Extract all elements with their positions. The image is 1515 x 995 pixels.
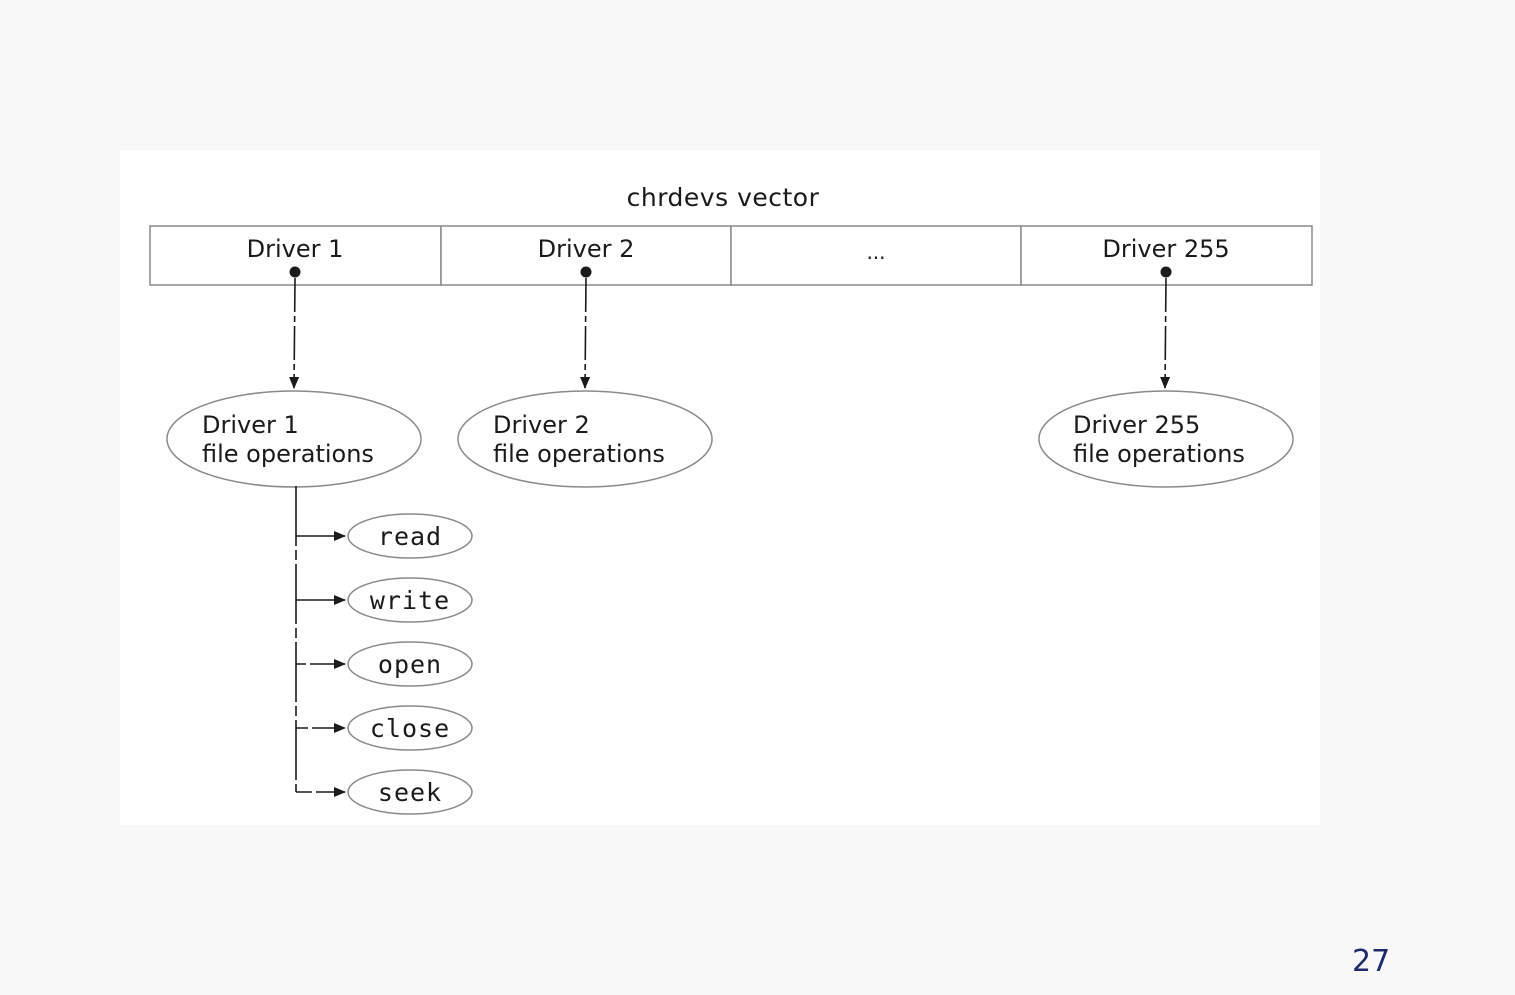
operation-open: open	[296, 641, 473, 687]
operation-read: read	[296, 513, 473, 559]
file-ops-label: file operations	[493, 440, 665, 468]
vector-cell-label: Driver 1	[247, 235, 344, 263]
vector-cell-ellipsis	[730, 225, 1022, 286]
page-number: 27	[1352, 944, 1391, 979]
pointer-arrow	[580, 277, 591, 389]
file-ops-label: Driver 2	[493, 411, 590, 439]
pointer-dot	[580, 266, 592, 278]
file-ops-label: Driver 1	[202, 411, 299, 439]
pointer-arrow	[1160, 277, 1171, 389]
operation-label: write	[370, 586, 450, 615]
diagram-title: chrdevs vector	[627, 183, 820, 212]
operation-seek: seek	[296, 769, 473, 815]
vector-cell-label: Driver 2	[538, 235, 635, 263]
file-ops-label: file operations	[1073, 440, 1245, 468]
pointer-dot	[289, 266, 301, 278]
operation-label: read	[378, 522, 442, 551]
operation-write: write	[296, 577, 473, 623]
file-ops-label: Driver 255	[1073, 411, 1200, 439]
file-ops-node-driver-255: Driver 255 file operations	[1038, 390, 1294, 488]
operation-label: open	[378, 650, 442, 679]
file-ops-node-driver-2: Driver 2 file operations	[457, 390, 713, 488]
vector-cell-label: ...	[866, 240, 885, 264]
file-ops-node-driver-1: Driver 1 file operations	[166, 390, 422, 488]
operation-label: close	[370, 714, 450, 743]
operation-label: seek	[378, 778, 442, 807]
vector-cell-label: Driver 255	[1102, 235, 1229, 263]
chrdevs-vector: Driver 1 Driver 2 ... Driver 255	[149, 225, 1313, 286]
file-ops-label: file operations	[202, 440, 374, 468]
pointer-dot	[1160, 266, 1172, 278]
pointer-arrow	[289, 277, 300, 389]
operation-close: close	[296, 705, 473, 751]
